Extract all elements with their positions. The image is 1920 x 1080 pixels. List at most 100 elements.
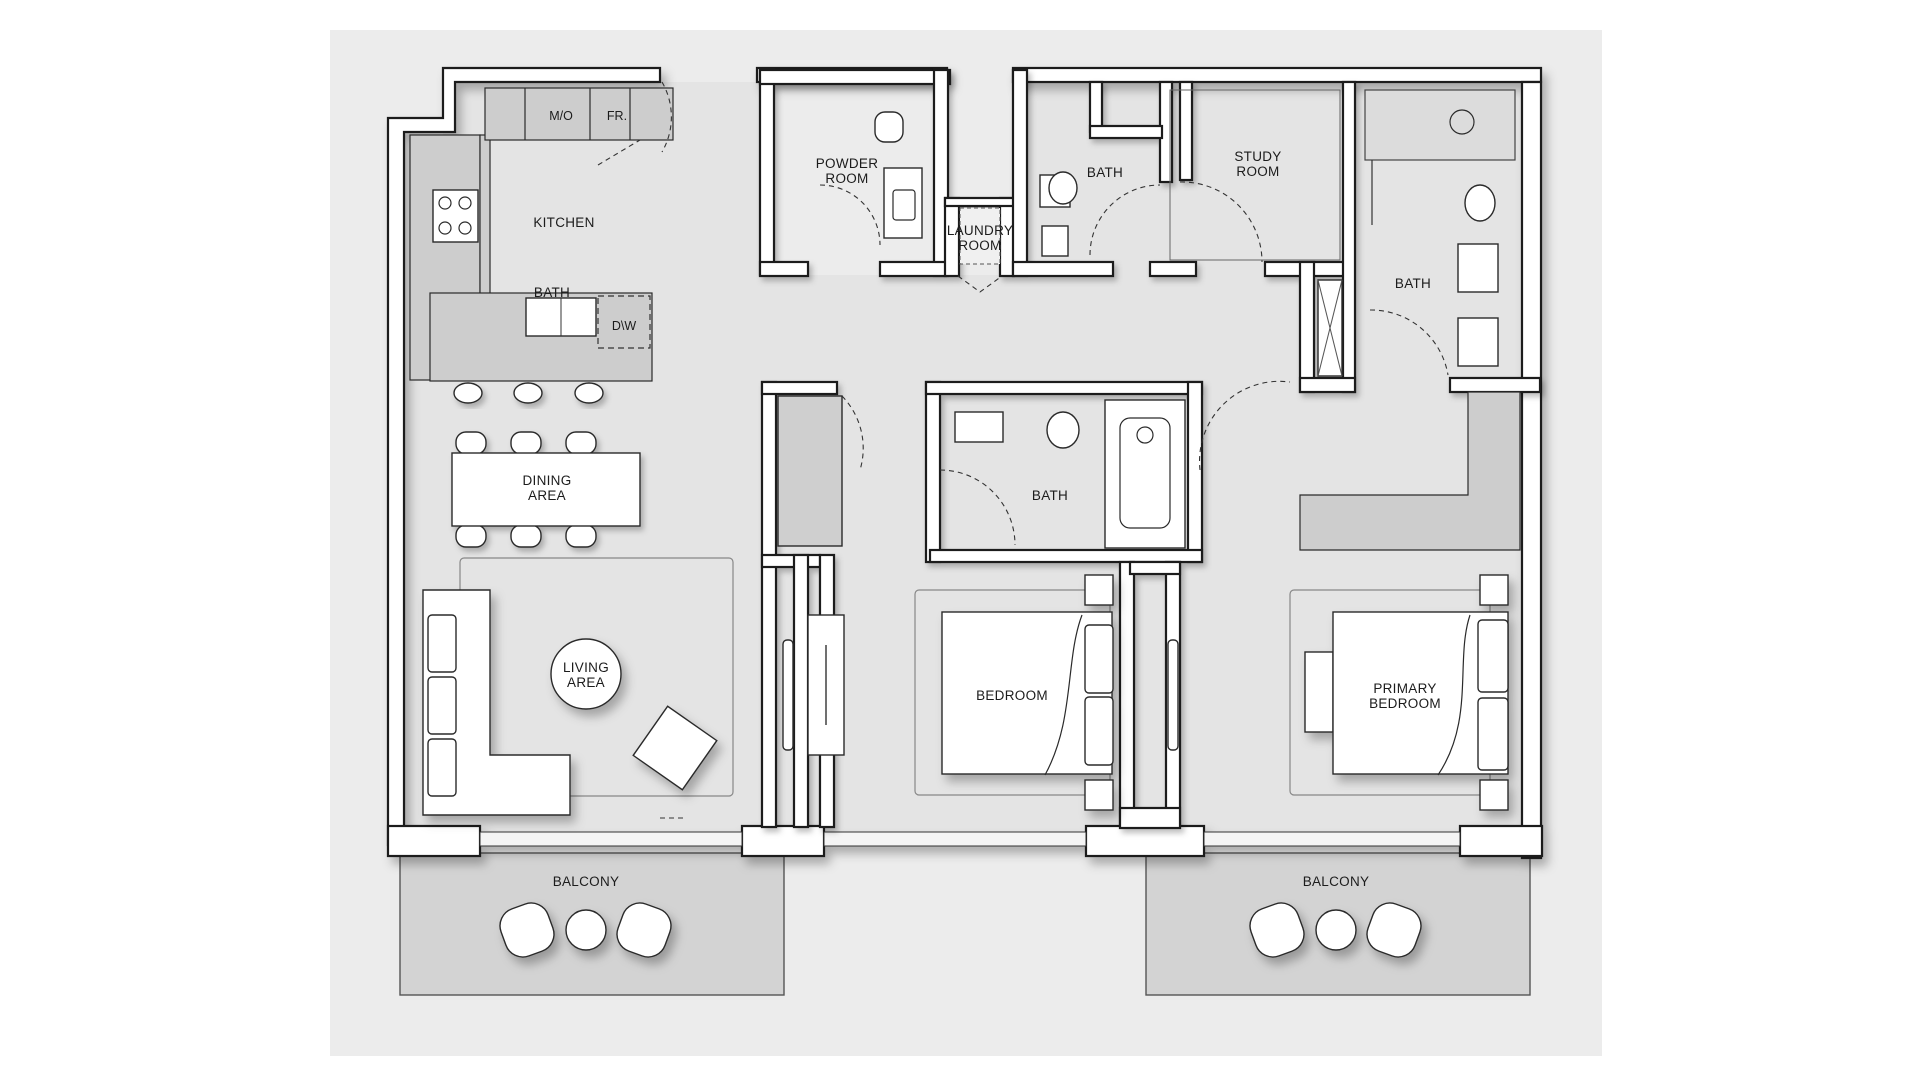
dining-label-1: DINING — [522, 473, 571, 488]
study-label-2: ROOM — [1236, 164, 1279, 179]
primary-door-swing — [1198, 380, 1291, 471]
lounge-chair — [499, 902, 555, 958]
bath-right: BATH — [1317, 89, 1516, 377]
kitchen: M/O FR. D\W BATH KITCHEN — [409, 81, 674, 404]
bath-top-door-swing — [1089, 184, 1161, 256]
balcony-left-furniture — [499, 902, 672, 958]
sectional-sofa — [422, 589, 571, 816]
exterior-walls — [386, 66, 1544, 860]
dining-chair — [565, 524, 597, 548]
bath-right-sink-2 — [1457, 317, 1499, 367]
lounge-chair — [1366, 902, 1422, 958]
living-furniture — [422, 589, 718, 816]
balcony-right-label: BALCONY — [1303, 874, 1370, 889]
door-handle-icon — [782, 639, 794, 751]
dining-chair — [510, 431, 542, 455]
burner-icon — [438, 196, 452, 210]
burner-icon — [438, 221, 452, 235]
dining-set — [451, 431, 641, 548]
bedroom: BEDROOM — [914, 574, 1114, 811]
bench — [1304, 651, 1334, 733]
bedroom-label: BEDROOM — [976, 688, 1048, 703]
laundry-machines — [959, 207, 1001, 265]
microwave-label: M/O — [549, 109, 573, 123]
primary-bedroom: PRIMARY BEDROOM — [1289, 391, 1521, 811]
bath-center-toilet — [1046, 411, 1080, 449]
bath-right-door-swing — [1369, 309, 1449, 376]
study-room: STUDY ROOM — [1169, 89, 1341, 263]
bath-center-sink — [954, 411, 1004, 443]
kitchen-bath-label: BATH — [534, 285, 570, 300]
living-label-2: AREA — [567, 675, 605, 690]
laundry-label-2: ROOM — [958, 238, 1001, 253]
shower-head-icon — [1449, 109, 1475, 135]
bath-right-toilet — [1464, 184, 1496, 222]
bath-center-label: BATH — [1032, 488, 1068, 503]
burner-icon — [458, 221, 472, 235]
nightstand — [1479, 574, 1509, 606]
lounge-chair — [1249, 902, 1305, 958]
bath-center: BATH — [939, 399, 1186, 549]
side-table — [565, 909, 607, 951]
kitchen-label: KITCHEN — [533, 215, 594, 230]
balcony-left-label: BALCONY — [553, 874, 620, 889]
dining-chair — [565, 431, 597, 455]
walk-in-closet — [1299, 391, 1521, 551]
nightstand — [1084, 574, 1114, 606]
primary-label-2: BEDROOM — [1369, 696, 1441, 711]
pillow — [1477, 697, 1509, 771]
balcony-right-furniture — [1249, 902, 1422, 958]
burner-icon — [458, 196, 472, 210]
shower — [1364, 89, 1516, 161]
bath-top-label: BATH — [1087, 165, 1123, 180]
powder-label-2: ROOM — [825, 171, 868, 186]
drain-icon — [1136, 426, 1154, 444]
kitchen-counter-top — [484, 87, 674, 141]
pillow — [1084, 624, 1114, 694]
primary-label-1: PRIMARY — [1373, 681, 1436, 696]
bath-top: BATH — [1039, 165, 1161, 257]
nightstand — [1479, 779, 1509, 811]
bath-top-vanity — [1041, 225, 1069, 257]
armchair — [632, 705, 718, 791]
sink-icon — [892, 189, 916, 221]
lounge-chair — [616, 902, 672, 958]
pillow — [1477, 619, 1509, 693]
toilet — [874, 111, 904, 143]
pillow — [1084, 696, 1114, 766]
bar-stool — [453, 382, 483, 404]
door-handle-icon — [1167, 639, 1179, 751]
dining-chair — [455, 431, 487, 455]
fridge-label: FR. — [607, 109, 627, 123]
bar-stool — [574, 382, 604, 404]
bath-right-label: BATH — [1395, 276, 1431, 291]
wardrobe-left — [777, 395, 843, 547]
vanity — [883, 167, 923, 239]
bath-right-sink-1 — [1457, 243, 1499, 293]
balcony-right — [1145, 852, 1531, 996]
living-label-1: LIVING — [563, 660, 609, 675]
bath-center-door-swing — [939, 469, 1016, 546]
bathtub — [1104, 399, 1186, 549]
cooktop — [432, 189, 479, 243]
side-table — [1315, 909, 1357, 951]
bed — [941, 611, 1113, 775]
coffee-table — [550, 638, 622, 710]
bath-top-toilet — [1048, 171, 1078, 205]
nightstand — [1084, 779, 1114, 811]
laundry-door-swing — [957, 275, 1003, 293]
dining-chair — [510, 524, 542, 548]
study-door-swing — [1179, 181, 1263, 263]
dishwasher-label: D\W — [612, 319, 637, 333]
powder-label-1: POWDER — [816, 156, 879, 171]
dining-label-2: AREA — [528, 488, 566, 503]
dining-table — [451, 452, 641, 527]
powder-room: POWDER ROOM — [816, 111, 923, 246]
powder-door-swing — [819, 184, 881, 246]
study-label-1: STUDY — [1234, 149, 1281, 164]
laundry-label-1: LAUNDRY — [947, 223, 1013, 238]
dishwasher — [597, 295, 651, 349]
kitchen-door-swing — [661, 81, 672, 153]
